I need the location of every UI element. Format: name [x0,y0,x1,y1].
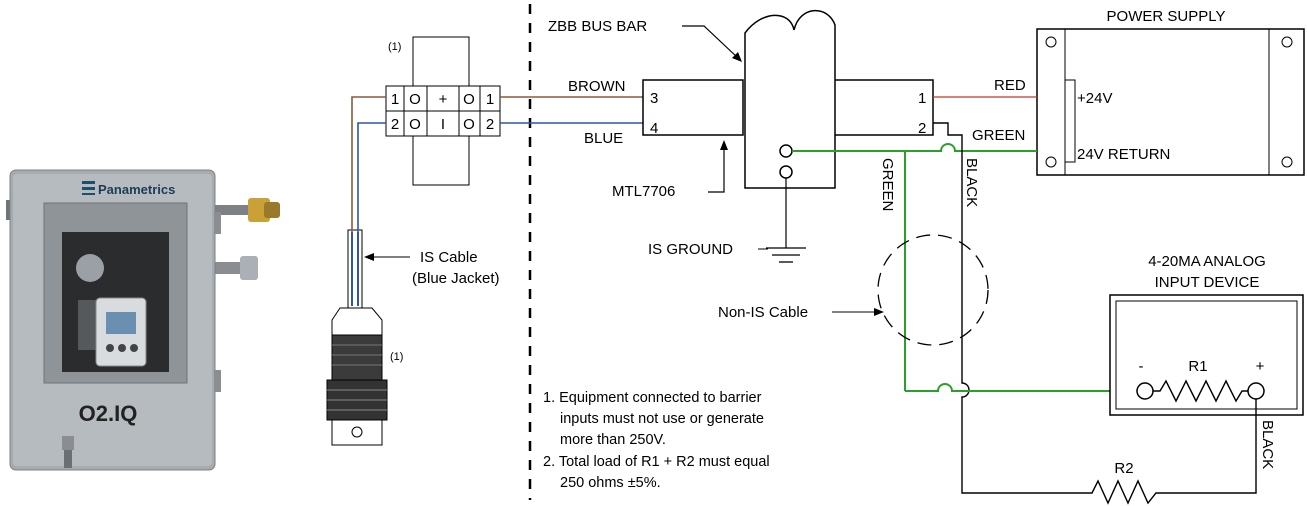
r1-plus-label: + [1256,358,1265,375]
black-vertical-label-2: BLACK [1259,420,1276,469]
analog-device-title-2: INPUT DEVICE [1155,274,1260,291]
blue-label: BLUE [584,130,623,147]
green-wire-top [792,143,1037,152]
r1-plus-terminal [1247,382,1265,400]
is-cable-label: IS Cable [420,249,478,266]
brown-lead-left [351,96,386,232]
notes: 1. Equipment connected to barrier inputs… [543,390,770,491]
zbb-bus-bar [744,9,836,189]
zbb-bus-bar-label: ZBB BUS BAR [548,18,647,35]
r2-resistor [1086,479,1162,505]
barrier-terminal-1-label: 1 [918,90,926,107]
model-label: O2.IQ [79,401,138,426]
black-vertical-label-1: BLACK [963,158,980,207]
footnote-top-label: (1) [388,41,401,53]
terminal-2-mid-right-label: O [463,116,475,133]
analog-input-device: 4-20MA ANALOG INPUT DEVICE - + R1 [1109,253,1304,416]
is-cable-sub-label: (Blue Jacket) [412,270,500,287]
green-vertical-label: GREEN [879,158,896,211]
terminal-1-left-label: 1 [391,91,399,108]
terminal-2-right-label: 2 [486,116,494,133]
brown-label: BROWN [568,78,626,95]
r1-resistor [1153,379,1248,403]
terminal-1-symbol-label: + [439,91,448,108]
24v-return-label: 24V RETURN [1077,146,1170,163]
black-wire-right [1162,399,1257,494]
terminal-1-right-label: 1 [486,91,494,108]
non-is-cable-marker [877,234,989,346]
note-line: 1. Equipment connected to barrier [543,390,762,406]
is-ground-label: IS GROUND [648,241,733,258]
terminal-2-mid-left-label: O [409,116,421,133]
power-supply: POWER SUPPLY +24V 24V RETURN [1036,8,1305,176]
footnote-bottom-label: (1) [390,351,403,363]
mtl7706-label: MTL7706 [612,183,675,200]
barrier-terminal-3-label: 3 [650,90,658,107]
r2-label: R2 [1114,460,1133,477]
power-supply-title: POWER SUPPLY [1107,8,1226,25]
terminal-2-left-label: 2 [391,116,399,133]
barrier-terminal-4-label: 4 [650,120,658,137]
note-line: more than 250V. [560,432,666,448]
green-wire-bottom [905,383,1137,392]
note-line: inputs must not use or generate [560,411,764,427]
r1-label: R1 [1188,358,1207,375]
green-horizontal-label: GREEN [972,127,1025,144]
r1-minus-terminal [1136,382,1154,400]
plus-24v-label: +24V [1077,90,1112,107]
terminal-1-mid-right-label: O [463,91,475,108]
panametrics-logo-icon [82,181,95,195]
terminal-block: 1 O + O 1 2 O I O 2 [385,85,501,137]
terminal-1-mid-left-label: O [409,91,421,108]
black-wire [933,122,1086,494]
red-label: RED [994,77,1026,94]
cable-plug-image [326,307,388,446]
ground-icon [766,247,806,263]
note-line: 250 ohms ±5%. [560,475,661,491]
barrier-terminal-2-label: 2 [918,120,926,137]
note-line: 2. Total load of R1 + R2 must equal [543,454,770,470]
non-is-cable-label: Non-IS Cable [718,304,808,321]
analog-device-title-1: 4-20MA ANALOG [1148,253,1266,270]
mtl7706-barrier: 3 4 1 2 [642,9,934,189]
r1-minus-label: - [1139,358,1144,375]
brand-label: Panametrics [98,182,175,197]
is-cable-jacket [347,229,363,309]
o2iq-analyzer-image: Panametrics O2.IQ [6,169,280,471]
blue-lead-left [357,122,386,232]
terminal-2-symbol-label: I [441,116,445,133]
